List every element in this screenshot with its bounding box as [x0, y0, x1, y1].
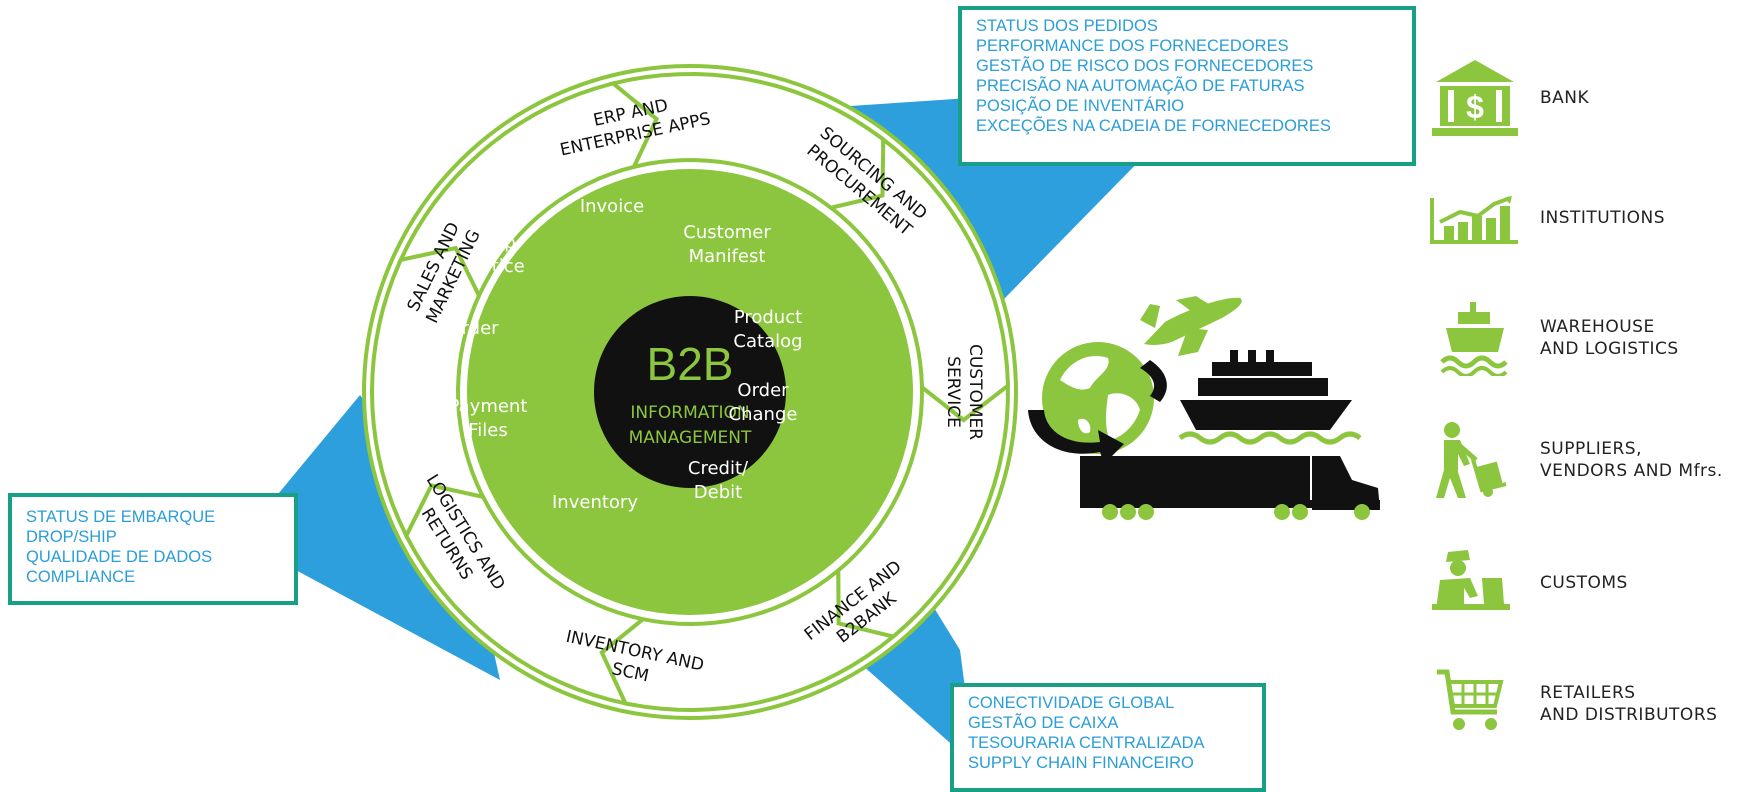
shopping-cart-icon: [1437, 669, 1504, 730]
inner-item-line: Customer: [683, 222, 771, 243]
callout-top-line: STATUS DOS PEDIDOS: [976, 17, 1158, 35]
ship-icon: [1178, 350, 1362, 445]
inner-item-order: Order: [447, 318, 499, 339]
ring-chevrons: [369, 71, 1010, 713]
inner-item-line: Ship: [476, 232, 515, 253]
inner-item-line: Order: [447, 318, 499, 339]
legend-label-customs: CUSTOMS: [1540, 572, 1628, 594]
airplane-icon: [1140, 296, 1242, 356]
ring-item-customer-service: CUSTOMERSERVICE: [943, 344, 985, 440]
inner-item-line: Inventory: [552, 492, 638, 513]
legend-label-institutions: INSTITUTIONS: [1540, 207, 1665, 229]
globe-icon: [1028, 342, 1167, 464]
legend-line: RETAILERS: [1540, 683, 1636, 703]
blue-wedge-left: [240, 395, 500, 680]
inner-item-credit-debit: Credit/Debit: [688, 458, 749, 503]
callout-top-line: EXCEÇÕES NA CADEIA DE FORNECEDORES: [976, 117, 1331, 135]
inner-item-line: Order: [737, 380, 789, 401]
callout-top-line: GESTÃO DE RISCO DOS FORNECEDORES: [976, 57, 1314, 75]
inner-item-line: Debit: [694, 482, 742, 503]
center-subtitle-2: MANAGEMENT: [629, 428, 752, 448]
callout-bottom-line: GESTÃO DE CAIXA: [968, 714, 1119, 732]
callout-top-line: POSIÇÃO DE INVENTÁRIO: [976, 97, 1185, 115]
legend-label-retailers: RETAILERS AND DISTRIBUTORS: [1540, 682, 1717, 726]
center-subtitle-1: INFORMATION: [630, 403, 749, 423]
inner-item-line: Files: [468, 420, 508, 441]
callout-bottom: CONECTIVIDADE GLOBAL GESTÃO DE CAIXA TES…: [950, 683, 1266, 792]
legend-line: BANK: [1540, 88, 1590, 108]
callout-bottom-line: SUPPLY CHAIN FINANCEIRO: [968, 754, 1194, 772]
legend-line: VENDORS AND Mfrs.: [1540, 461, 1723, 481]
legend-line: AND DISTRIBUTORS: [1540, 705, 1718, 725]
inner-item-inventory: Inventory: [552, 492, 638, 513]
legend-label-suppliers: SUPPLIERS, VENDORS AND Mfrs.: [1540, 438, 1723, 482]
bank-icon: $: [1432, 60, 1518, 136]
callout-left-line: COMPLIANCE: [26, 568, 136, 586]
ship-icon: [1440, 302, 1508, 376]
ring-segment: [397, 81, 659, 301]
legend-label-warehouse: WAREHOUSE AND LOGISTICS: [1540, 316, 1679, 360]
svg-text:$: $: [1466, 89, 1484, 125]
transport-cluster: [1028, 296, 1380, 520]
inner-item-line: Product: [734, 307, 802, 328]
callout-left: STATUS DE EMBARQUE DROP/SHIP QUALIDADE D…: [8, 493, 298, 605]
inner-item-line: Catalog: [733, 331, 802, 352]
legend-label-bank: BANK: [1540, 87, 1589, 109]
institutions-chart-icon: [1430, 196, 1518, 244]
callout-bottom-line: TESOURARIA CENTRALIZADA: [968, 734, 1205, 752]
inner-item-line: Invoice: [580, 196, 644, 217]
inner-item-invoice: Invoice: [580, 196, 644, 217]
ring-item-line: SERVICE: [943, 356, 963, 428]
customs-officer-icon: [1432, 550, 1510, 610]
legend-line: AND LOGISTICS: [1540, 339, 1679, 359]
center-title: B2B: [647, 338, 734, 390]
legend-line: WAREHOUSE: [1540, 317, 1655, 337]
callout-left-line: DROP/SHIP: [26, 528, 117, 546]
center-disc: [594, 296, 786, 488]
callout-top-line: PERFORMANCE DOS FORNECEDORES: [976, 37, 1289, 55]
legend-line: CUSTOMS: [1540, 573, 1628, 593]
hand-truck-icon: [1436, 422, 1507, 498]
legend-line: SUPPLIERS,: [1540, 439, 1642, 459]
inner-item-line: Credit/: [688, 458, 749, 479]
legend-line: INSTITUTIONS: [1540, 208, 1666, 228]
callout-top: STATUS DOS PEDIDOS PERFORMANCE DOS FORNE…: [958, 6, 1416, 166]
inner-item-line: Notice: [467, 256, 525, 277]
truck-icon: [1080, 456, 1380, 520]
callout-left-line: QUALIDADE DE DADOS: [26, 548, 213, 566]
ring-item-line: CUSTOMER: [965, 344, 985, 440]
callout-left-line: STATUS DE EMBARQUE: [26, 508, 216, 526]
callout-top-line: PRECISÃO NA AUTOMAÇÃO DE FATURAS: [976, 77, 1305, 95]
callout-bottom-line: CONECTIVIDADE GLOBAL: [968, 694, 1175, 712]
inner-item-line: Manifest: [689, 246, 766, 267]
inner-item-line: Change: [729, 404, 798, 425]
inner-item-line: Payment: [449, 396, 528, 417]
